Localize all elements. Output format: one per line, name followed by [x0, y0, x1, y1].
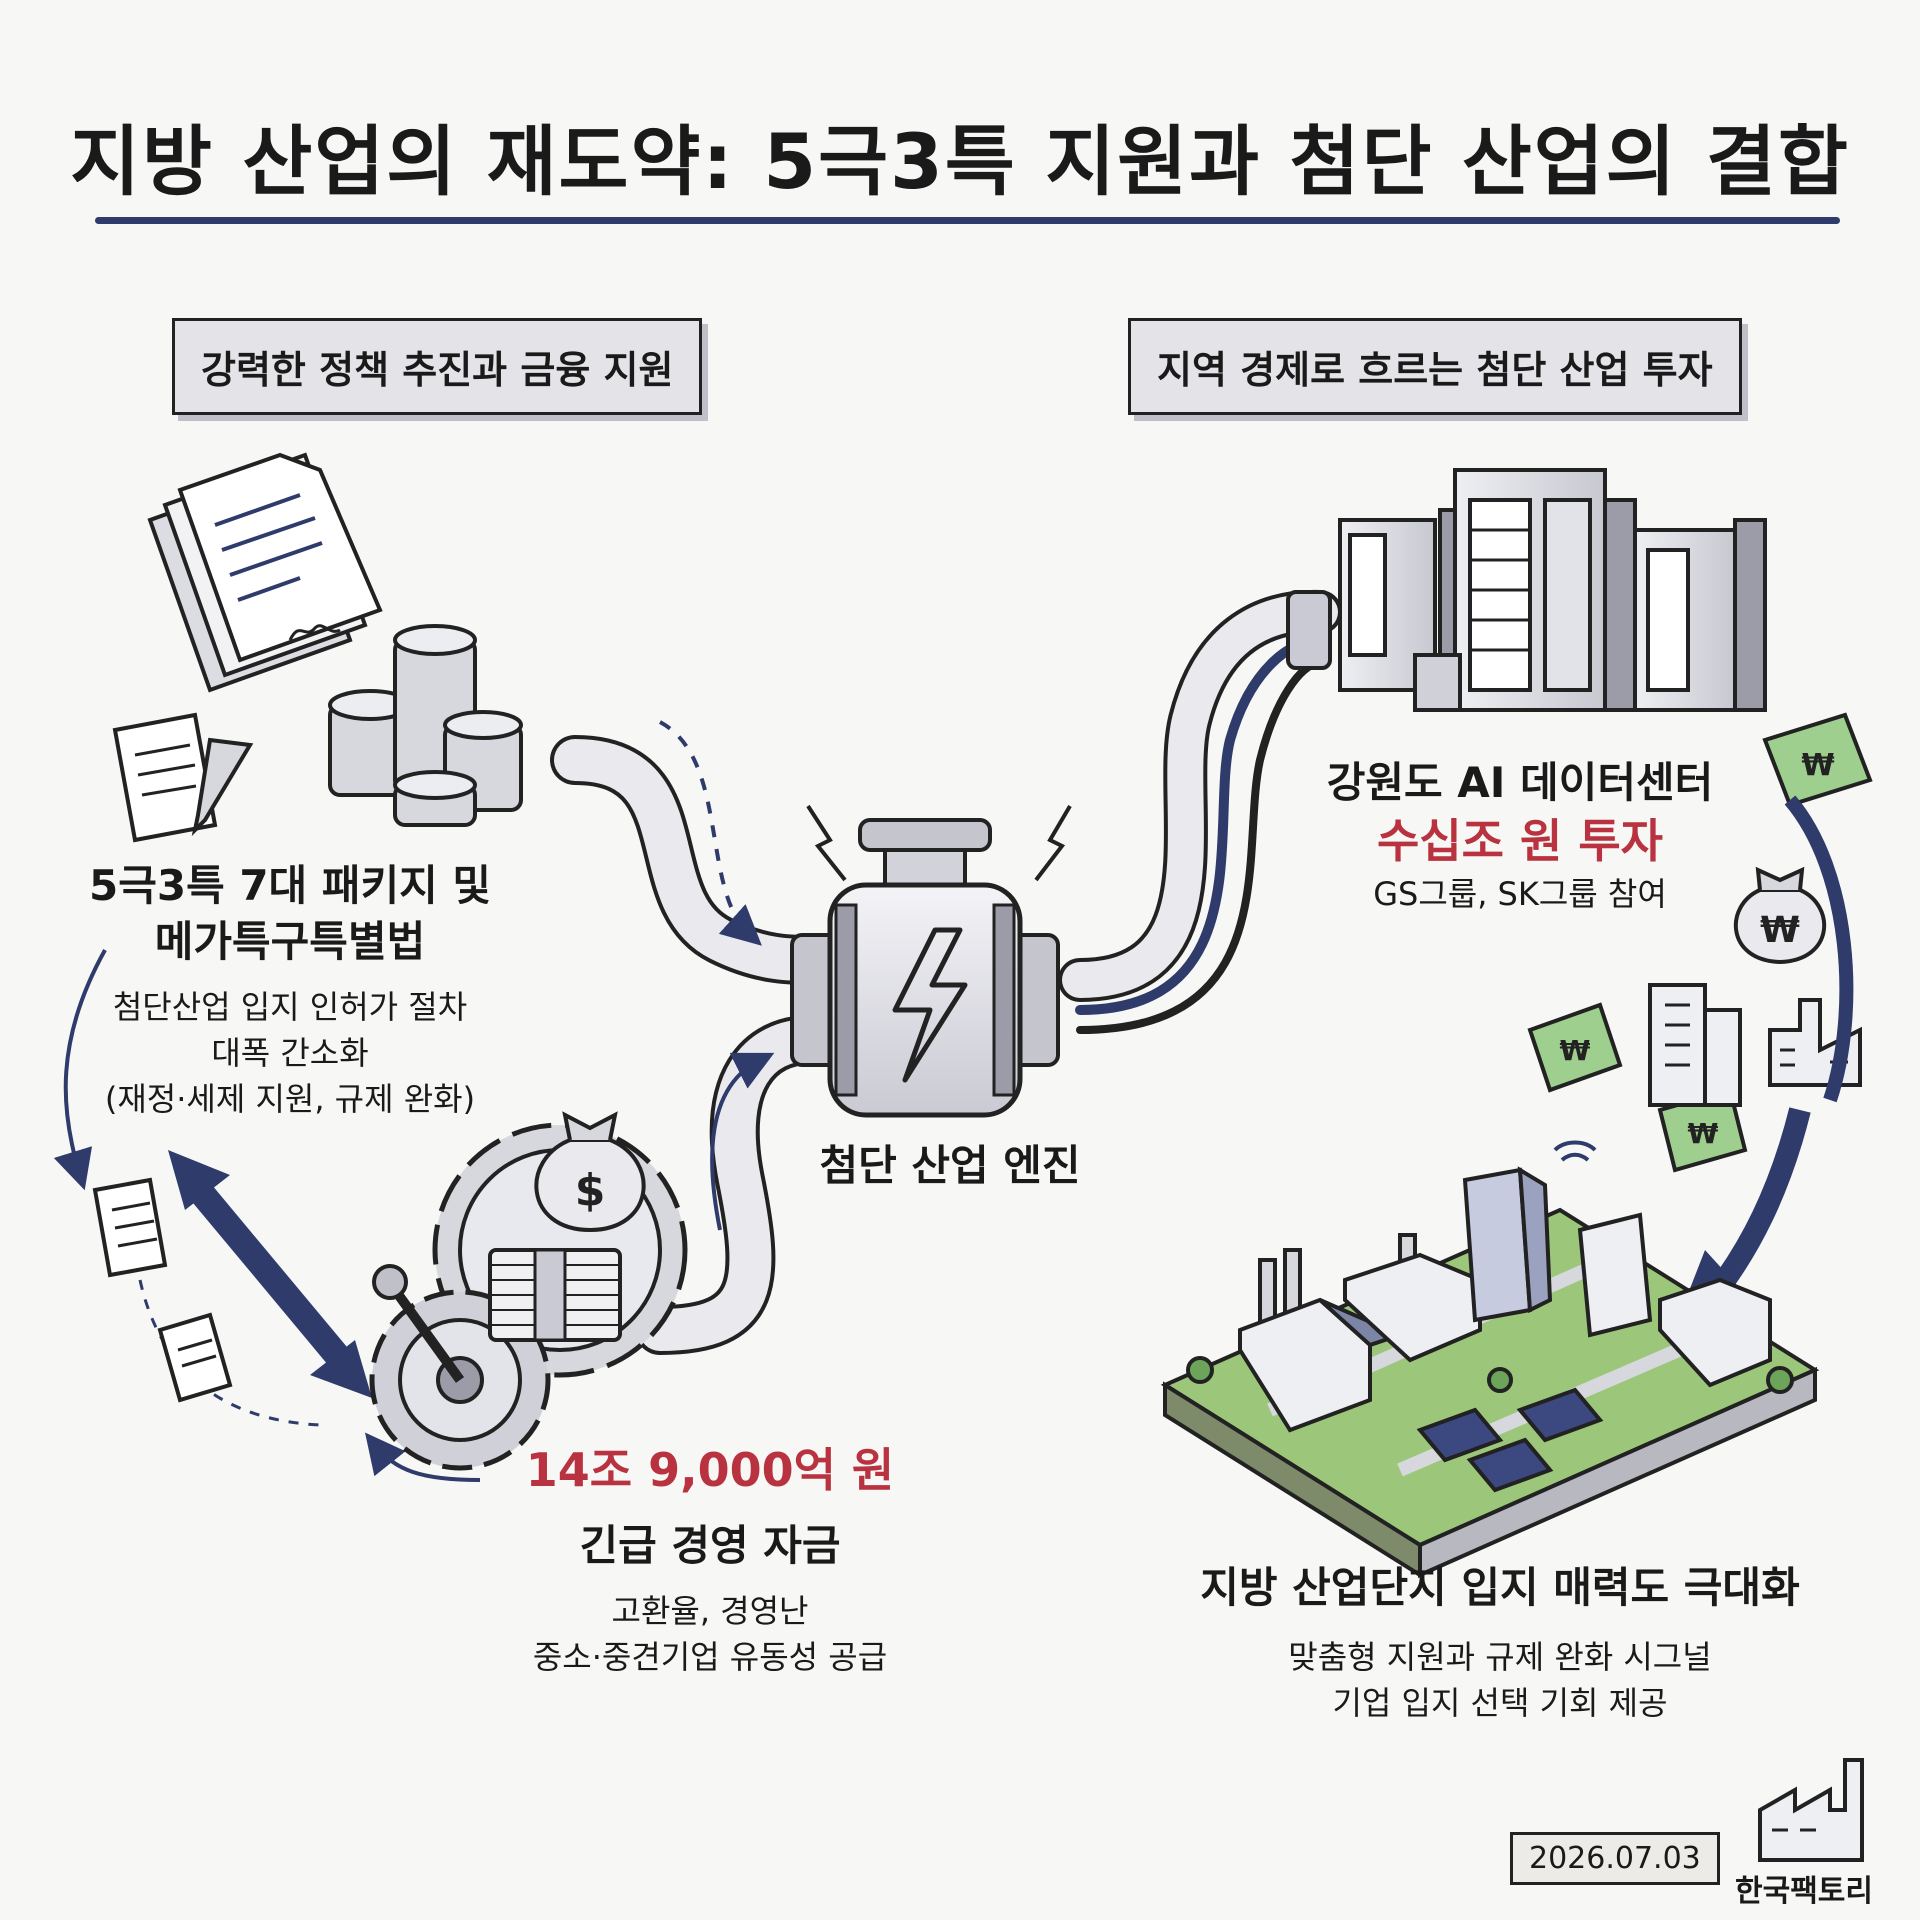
industrial-desc-line2: 기업 입지 선택 기회 제공: [1332, 1684, 1668, 1722]
industrial-park-icon: [1160, 1166, 1820, 1579]
cash-bundle-icon: [488, 1248, 622, 1342]
datacenter-investment: 수십조 원 투자: [1377, 814, 1663, 868]
pipe-coupling-icon: [1286, 590, 1332, 670]
small-document-icon: [157, 1312, 233, 1403]
policy-desc-line2: 대폭 간소화: [211, 1034, 369, 1072]
funding-desc-line2: 중소·중견기업 유동성 공급: [532, 1638, 888, 1676]
won-money-bag-icon: ₩: [1733, 866, 1827, 965]
funding-title: 긴급 경영 자금: [579, 1521, 841, 1570]
industrial-label: 지방 산업단지 입지 매력도 극대화 맞춤형 지원과 규제 완화 시그널 기업 …: [1150, 1560, 1850, 1726]
flow-arrow-bottom: [710, 1052, 775, 1231]
spark-icon: [1034, 804, 1072, 882]
lever-icon: [390, 1287, 465, 1383]
section-header-right: 지역 경제로 흐르는 첨단 산업 투자: [1128, 318, 1742, 415]
svg-text:₩: ₩: [1760, 910, 1800, 951]
funding-desc-line1: 고환율, 경영난: [611, 1592, 809, 1630]
document-stack-icon: [147, 452, 383, 693]
policy-title-line1: 5극3특 7대 패키지 및: [88, 861, 492, 910]
svg-text:₩: ₩: [1688, 1117, 1719, 1150]
policy-title-line2: 메가특구특별법: [154, 917, 426, 966]
double-arrow-icon: [185, 1176, 355, 1374]
coin-stacks-icon: [328, 624, 523, 827]
policy-label: 5극3특 7대 패키지 및 메가특구특별법 첨단산업 입지 인허가 절차 대폭 …: [70, 858, 510, 1122]
section-header-left: 강력한 정책 추진과 금융 지원: [172, 318, 703, 415]
memo-and-pen-icon: [112, 712, 254, 843]
wifi-icon: [1553, 1140, 1597, 1162]
svg-text:₩: ₩: [1560, 1034, 1591, 1067]
data-center-icon: [1338, 468, 1767, 712]
money-bag-icon: $: [534, 1111, 646, 1233]
spark-icon: [806, 804, 847, 882]
factory-logo-icon: [1758, 1758, 1864, 1862]
cycle-arrow-left: [53, 949, 107, 1191]
engine-icon: [790, 804, 1072, 1118]
funding-amount: 14조 9,000억 원: [525, 1443, 895, 1497]
datacenter-title: 강원도 AI 데이터센터: [1326, 758, 1714, 807]
svg-text:₩: ₩: [1801, 748, 1834, 783]
double-arrow-head-bottom: [310, 1340, 372, 1398]
banknote-icon: ₩: [1527, 1002, 1623, 1093]
industrial-desc-line1: 맞춤형 지원과 규제 완화 시그널: [1288, 1638, 1712, 1676]
footer-brand: 한국팩토리: [1735, 1874, 1873, 1909]
double-arrow-head-top: [168, 1150, 230, 1210]
page-title: 지방 산업의 재도약: 5극3특 지원과 첨단 산업의 결합: [70, 117, 1850, 206]
dashed-flow-arrow-top: [659, 720, 762, 946]
lightning-bolt-icon: [892, 927, 968, 1083]
funding-label: 14조 9,000억 원 긴급 경영 자금 고환율, 경영난 중소·중견기업 유…: [480, 1440, 940, 1680]
industrial-title: 지방 산업단지 입지 매력도 극대화: [1200, 1563, 1800, 1612]
title-underline: [95, 217, 1840, 224]
office-building-icon: [1648, 983, 1742, 1107]
cycle-arrow-bottom: [364, 1432, 481, 1482]
datacenter-participants: GS그룹, SK그룹 참여: [1373, 875, 1667, 913]
datacenter-label: 강원도 AI 데이터센터 수십조 원 투자 GS그룹, SK그룹 참여: [1280, 755, 1760, 917]
dollar-sign-icon: $: [575, 1165, 606, 1216]
engine-label: 첨단 산업 엔진: [819, 1141, 1081, 1190]
footer-date: 2026.07.03: [1510, 1832, 1720, 1885]
signature-icon: [288, 624, 341, 641]
banknote-icon: ₩: [1762, 712, 1873, 808]
scroll-icon: [92, 1177, 168, 1278]
policy-desc-line3: (재정·세제 지원, 규제 완화): [104, 1080, 476, 1118]
policy-desc-line1: 첨단산업 입지 인허가 절차: [112, 988, 468, 1026]
flow-arrow-right-upper: [1784, 795, 1854, 1103]
